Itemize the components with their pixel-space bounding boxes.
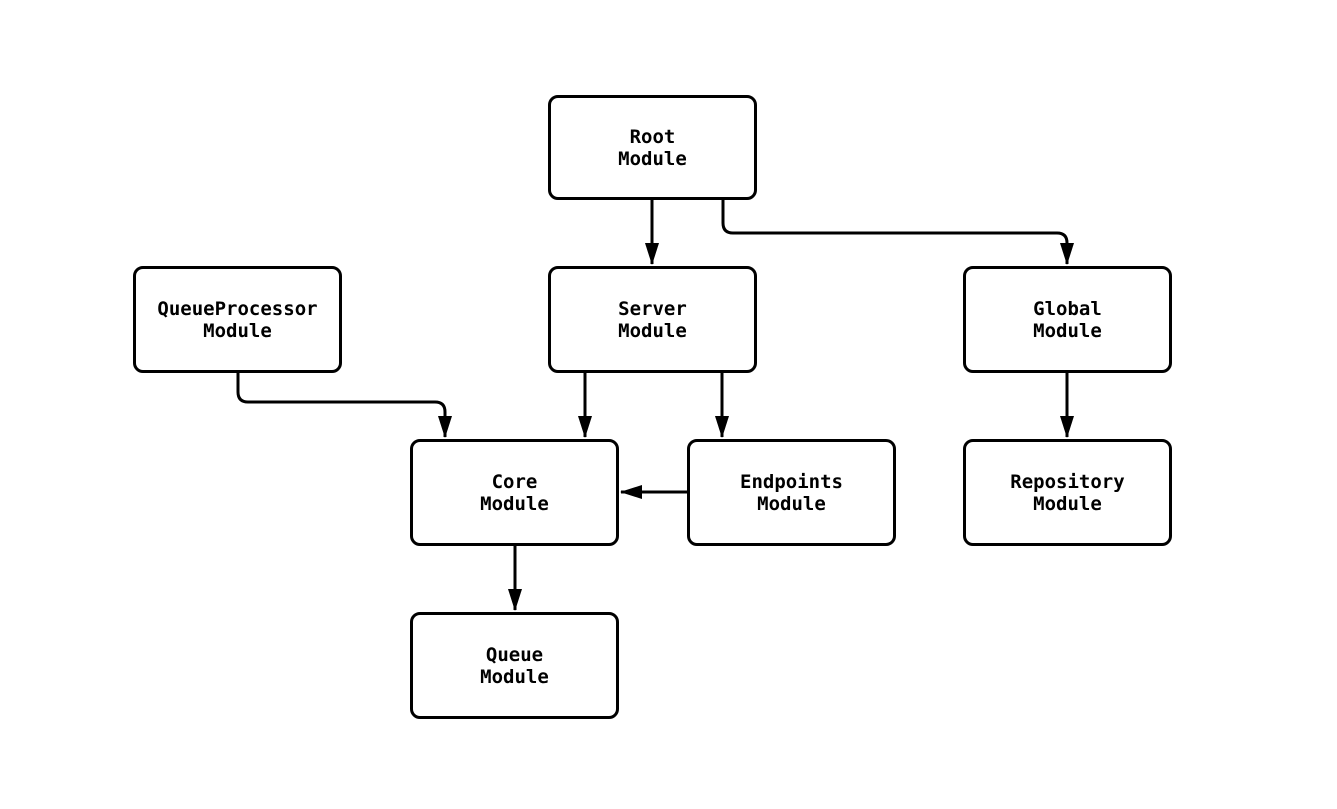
node-queue-module: Queue Module xyxy=(410,612,619,719)
node-repository-module: Repository Module xyxy=(963,439,1172,546)
edge-root-to-global xyxy=(721,200,1074,265)
node-server-module: Server Module xyxy=(548,266,757,373)
node-endpoints-module: Endpoints Module xyxy=(687,439,896,546)
edge-group xyxy=(236,200,1074,611)
node-core-module: Core Module xyxy=(410,439,619,546)
edge-queueprocessor-to-core xyxy=(236,373,452,438)
node-root-module: Root Module xyxy=(548,95,757,200)
node-queueprocessor-module: QueueProcessor Module xyxy=(133,266,342,373)
node-global-module: Global Module xyxy=(963,266,1172,373)
